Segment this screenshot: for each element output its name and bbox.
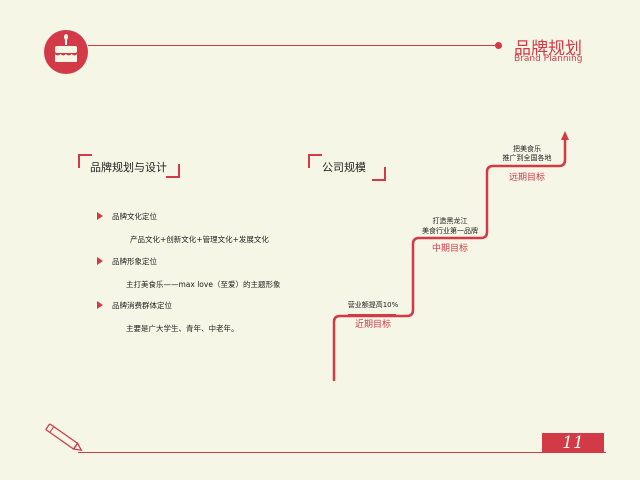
footer-rule: [78, 452, 606, 453]
page-title: 品牌规划: [514, 39, 582, 59]
list-item-detail: 产品文化+创新文化+管理文化+发展文化: [130, 235, 269, 244]
list-item-label: 品牌消费群体定位: [112, 301, 172, 310]
step-note-mid-1: 打造黑龙江: [432, 217, 468, 225]
header-rule-dot: [495, 42, 502, 49]
heading-bracket-right: [166, 164, 180, 178]
list-item-detail: 主打美食乐——max love（至爱）的主题形象: [126, 280, 281, 289]
page-number: 11: [562, 433, 584, 453]
goal-label-mid: 中期目标: [431, 244, 468, 254]
page-subtitle: Brand Planning: [514, 54, 583, 64]
section-heading-brand: 品牌规划与设计: [90, 161, 167, 174]
list-item-label: 品牌文化定位: [112, 212, 157, 221]
bullet-icon: [97, 257, 103, 265]
heading-bracket-right: [372, 167, 386, 181]
step-note-mid-2: 美食行业第一品牌: [422, 227, 478, 235]
bullet-icon: [97, 301, 103, 309]
pencil-icon: [45, 423, 83, 452]
bullet-icon: [97, 212, 103, 220]
cake-logo: [44, 30, 88, 74]
list-item-label: 品牌形象定位: [112, 257, 157, 266]
goal-divider: [348, 314, 396, 315]
step-note-far-1: 把美食乐: [513, 145, 541, 153]
staircase-path: [332, 138, 567, 382]
header-rule: [88, 45, 498, 46]
heading-bracket-left: [308, 154, 322, 168]
goal-label-far: 远期目标: [508, 173, 545, 183]
list-item-detail: 主要是广大学生、青年、中老年。: [126, 324, 239, 333]
step-note-far-2: 推广到全国各地: [502, 154, 552, 162]
page-number-badge: [542, 433, 604, 453]
arrow-up-icon: [561, 131, 569, 140]
heading-bracket-left: [78, 154, 92, 168]
section-heading-scale: 公司规模: [322, 161, 366, 174]
cake-icon: [55, 34, 77, 62]
step-note-near: 营业额提高10%: [347, 301, 399, 309]
goal-label-near: 近期目标: [354, 320, 391, 330]
